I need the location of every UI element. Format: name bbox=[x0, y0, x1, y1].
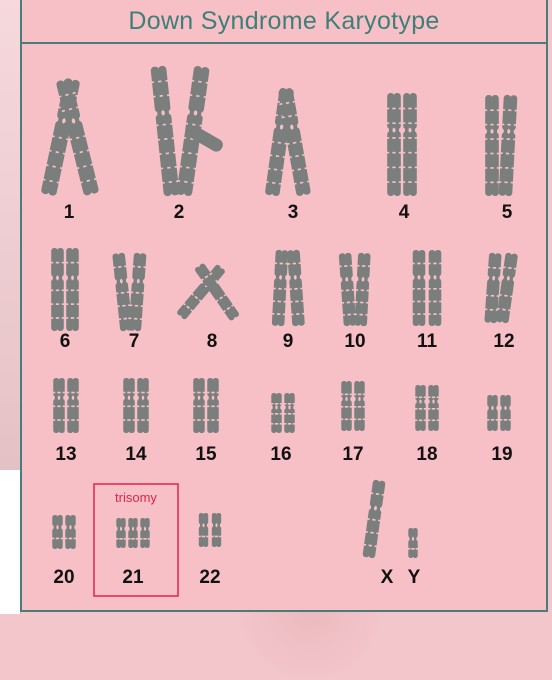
chromosome-18-copy bbox=[427, 385, 439, 431]
chromosome-15 bbox=[192, 378, 219, 433]
chromosome-13-copy bbox=[52, 378, 65, 433]
chromosome-label-11: 11 bbox=[417, 331, 438, 352]
chromosome-1 bbox=[40, 77, 101, 196]
chromosome-label-19: 19 bbox=[491, 444, 512, 465]
chromosome-label-4: 4 bbox=[399, 202, 410, 223]
chromosome-label-8: 8 bbox=[207, 331, 218, 352]
chromosome-label-X: X bbox=[381, 567, 394, 588]
chromosome-label-6: 6 bbox=[60, 331, 71, 352]
chromosome-19-copy bbox=[499, 395, 511, 431]
chromosome-label-5: 5 bbox=[502, 202, 513, 223]
chromosome-label-18: 18 bbox=[416, 444, 437, 465]
chromosome-label-20: 20 bbox=[53, 567, 74, 588]
chromosome-6-copy bbox=[65, 248, 80, 331]
chromosome-20-copy bbox=[64, 515, 76, 549]
chromosome-X bbox=[361, 479, 386, 558]
chromosome-18 bbox=[414, 385, 439, 431]
chromosome-9-copy bbox=[271, 250, 289, 327]
chromosome-4 bbox=[386, 93, 418, 196]
chromosome-label-16: 16 bbox=[270, 444, 291, 465]
chromosome-5-copy bbox=[484, 95, 500, 196]
chromosome-label-7: 7 bbox=[129, 331, 140, 352]
chromosome-label-22: 22 bbox=[199, 567, 220, 588]
chromosome-2 bbox=[149, 65, 235, 200]
chromosome-21 bbox=[115, 518, 150, 548]
chromosome-14 bbox=[122, 378, 149, 433]
chromosome-label-10: 10 bbox=[344, 331, 365, 352]
chromosome-2-copy bbox=[175, 65, 235, 200]
backdrop-bottom bbox=[0, 470, 21, 614]
chromosome-4-copy bbox=[402, 93, 418, 196]
chromosome-12 bbox=[483, 252, 519, 323]
chromosome-20-copy bbox=[51, 515, 63, 549]
chromosome-Y bbox=[407, 528, 418, 558]
chromosome-X-copy bbox=[361, 479, 386, 558]
chromosome-22-copy bbox=[198, 513, 209, 547]
chromosome-21-copy bbox=[115, 518, 126, 548]
chromosome-4-copy bbox=[386, 93, 402, 196]
chromosome-16-copy bbox=[270, 393, 282, 433]
trisomy-label: trisomy bbox=[115, 490, 157, 505]
chromosome-Y-copy bbox=[407, 528, 418, 558]
chromosome-19-copy bbox=[486, 395, 498, 431]
chromosome-20 bbox=[51, 515, 76, 549]
chromosome-10-copy bbox=[353, 253, 371, 327]
chromosome-18-copy bbox=[414, 385, 426, 431]
chromosome-21-copy bbox=[127, 518, 138, 548]
chromosome-label-14: 14 bbox=[125, 444, 147, 465]
chromosome-label-13: 13 bbox=[55, 444, 76, 465]
chromosome-6 bbox=[50, 248, 80, 331]
chromosome-19 bbox=[486, 395, 511, 431]
chromosome-17 bbox=[340, 381, 365, 431]
chromosome-7-copy bbox=[128, 253, 148, 332]
chromosome-11-copy bbox=[428, 250, 443, 326]
chromosome-16 bbox=[270, 393, 295, 433]
chromosome-16-copy bbox=[283, 393, 295, 433]
chromosome-label-1: 1 bbox=[64, 202, 75, 223]
chromosome-21-copy bbox=[139, 518, 150, 548]
chromosome-5-copy bbox=[498, 95, 519, 197]
chromosome-label-21: 21 bbox=[122, 567, 144, 588]
chromosome-label-12: 12 bbox=[493, 331, 514, 352]
chromosome-8 bbox=[175, 262, 241, 322]
chromosome-11 bbox=[412, 250, 443, 326]
chromosome-22-copy bbox=[211, 513, 222, 547]
chromosome-10-copy bbox=[338, 253, 358, 327]
chromosome-label-17: 17 bbox=[342, 444, 363, 465]
chromosome-5 bbox=[484, 95, 518, 197]
chromosome-13-copy bbox=[66, 378, 79, 433]
chromosome-15-copy bbox=[206, 378, 219, 433]
chromosome-9 bbox=[271, 250, 306, 327]
chromosome-11-copy bbox=[412, 250, 427, 326]
chromosome-7 bbox=[111, 252, 147, 331]
chromosome-label-15: 15 bbox=[195, 444, 217, 465]
chromosome-14-copy bbox=[136, 378, 149, 433]
chromosome-15-copy bbox=[192, 378, 205, 433]
chromosome-14-copy bbox=[122, 378, 135, 433]
chromosome-2-copy bbox=[149, 65, 180, 196]
chromosome-3 bbox=[264, 87, 312, 196]
chromosome-label-2: 2 bbox=[174, 202, 185, 223]
chromosome-label-9: 9 bbox=[283, 331, 294, 352]
chromosome-9-copy bbox=[286, 250, 306, 327]
chromosome-10 bbox=[338, 253, 372, 327]
chromosome-13 bbox=[52, 378, 79, 433]
chromosome-22 bbox=[198, 513, 222, 547]
chromosome-label-3: 3 bbox=[288, 202, 299, 223]
chromosome-17-copy bbox=[353, 381, 365, 431]
chromosome-17-copy bbox=[340, 381, 352, 431]
chromosome-6-copy bbox=[50, 248, 65, 331]
chromosome-label-Y: Y bbox=[408, 567, 421, 588]
